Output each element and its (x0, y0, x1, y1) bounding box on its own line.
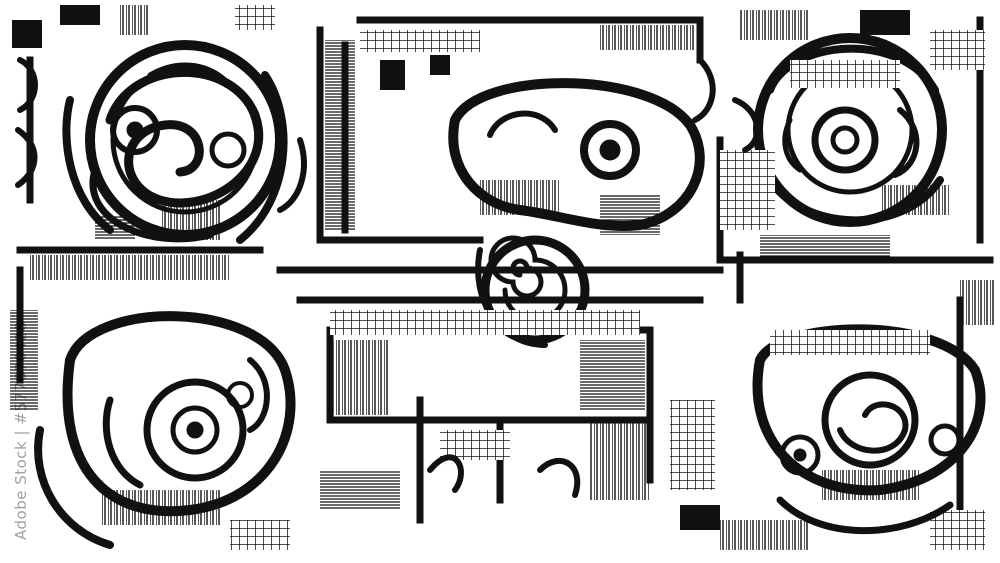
stock-watermark: Adobe Stock | #577670428 (12, 321, 30, 540)
swirl-medallion-bottom-right (752, 324, 986, 535)
glyph-fragments (15, 57, 761, 498)
maze-blocks (10, 5, 995, 550)
swirl-medallion-bottom-left (34, 311, 296, 549)
